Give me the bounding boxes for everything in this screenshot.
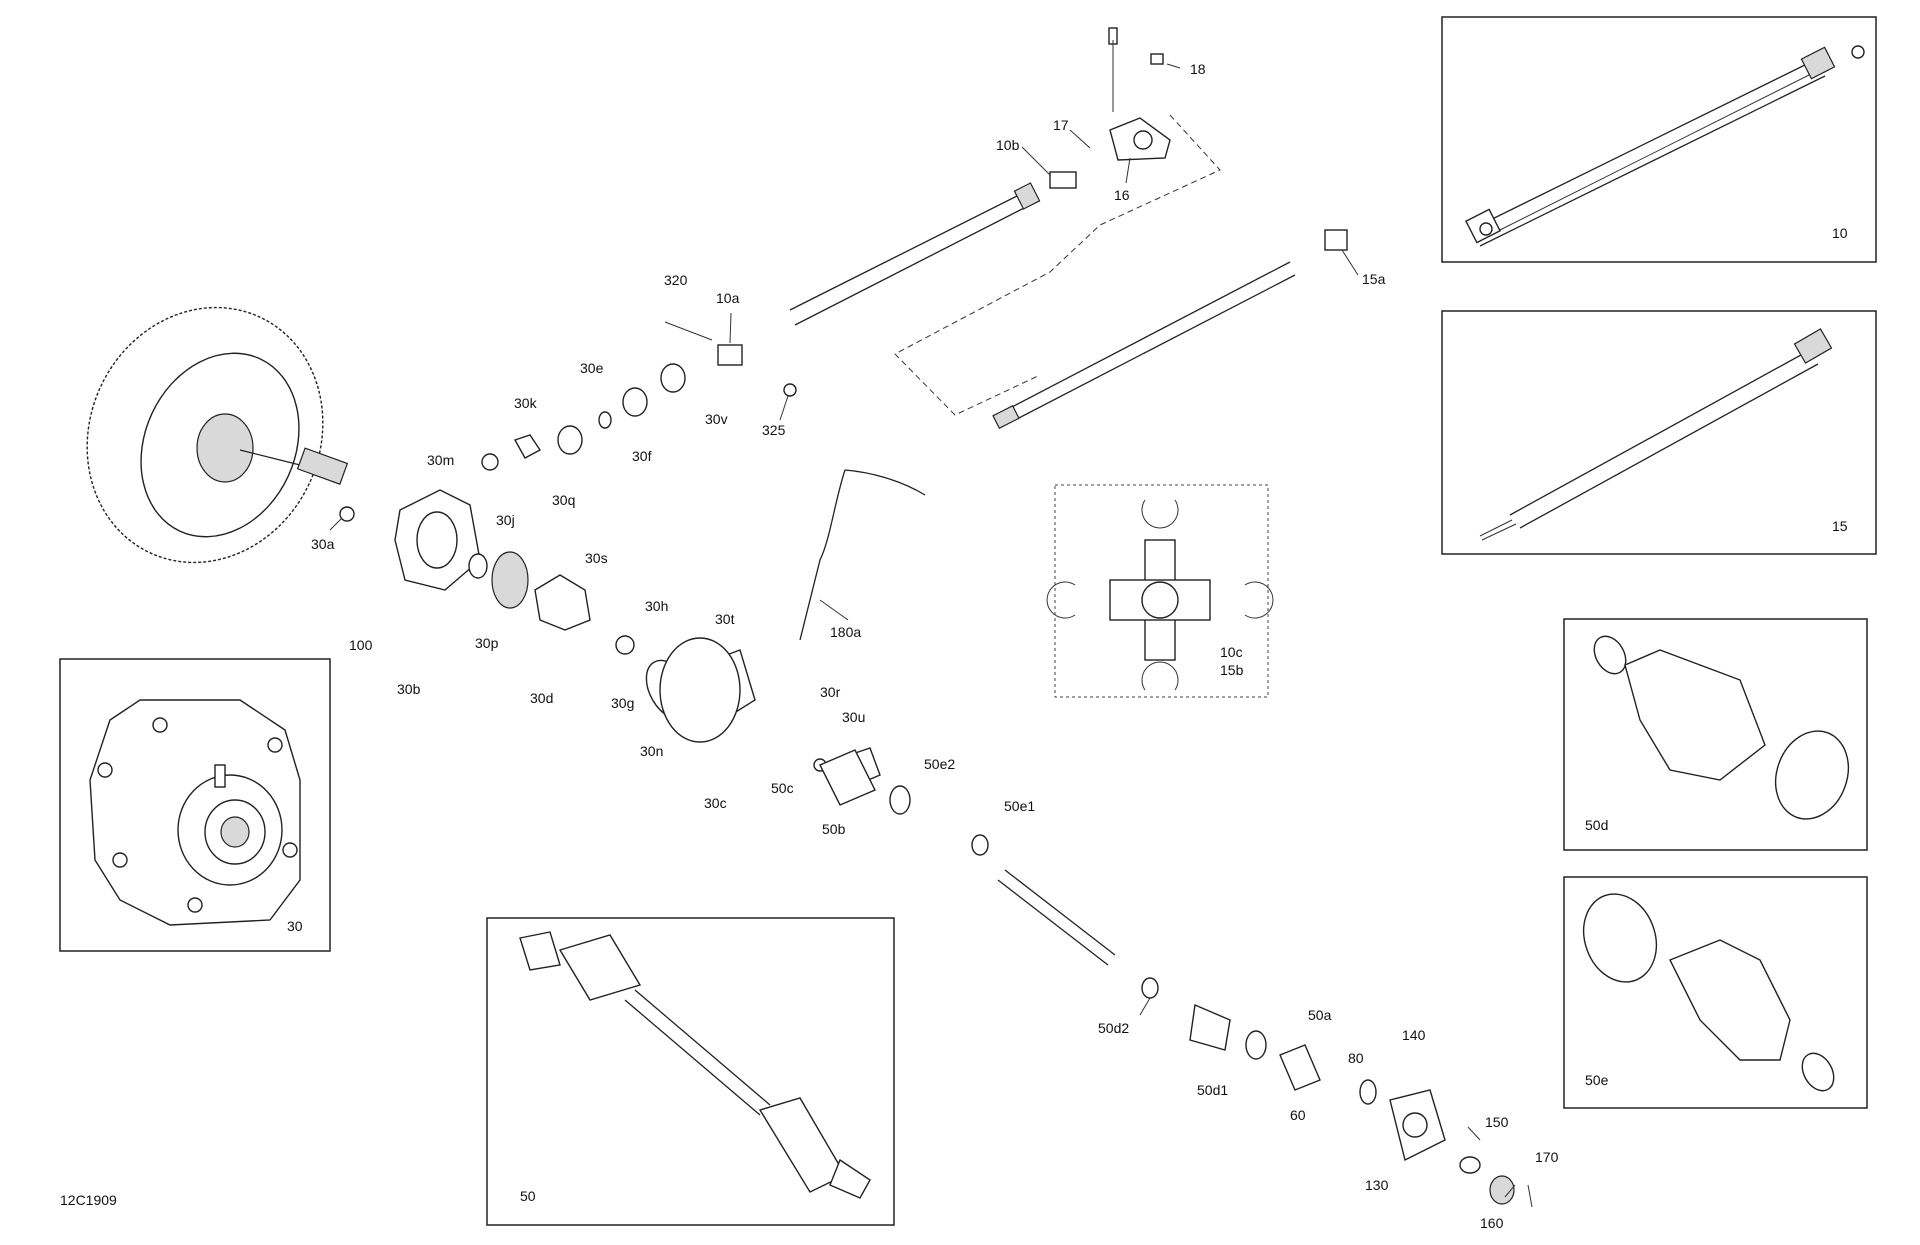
callout-16: 16 (1114, 187, 1130, 203)
callout-30c: 30c (704, 795, 727, 811)
driveshaft-main (789, 27, 1221, 416)
shaft-15a (992, 229, 1348, 430)
kit-label-15b: 15b (1220, 662, 1244, 678)
inset-housing-30: 30 (59, 658, 331, 952)
callout-50d2: 50d2 (1098, 1020, 1129, 1036)
callout-10b: 10b (996, 137, 1020, 153)
callout-50d1: 50d1 (1197, 1082, 1228, 1098)
inset-30-label: 30 (287, 918, 303, 934)
callout-80: 80 (1348, 1050, 1364, 1066)
callout-320: 320 (664, 272, 688, 288)
callout-17: 17 (1053, 117, 1069, 133)
callout-30r: 30r (820, 684, 841, 700)
housing-main (394, 434, 542, 591)
callout-10a: 10a (716, 290, 740, 306)
inset-50e-label: 50e (1585, 1072, 1609, 1088)
callout-50a: 50a (1308, 1007, 1332, 1023)
yoke-10a (557, 321, 797, 455)
callout-leaders (329, 63, 1516, 1198)
callout-30s: 30s (585, 550, 608, 566)
callout-325: 325 (762, 422, 786, 438)
callout-15a: 15a (1362, 271, 1386, 287)
callout-60: 60 (1290, 1107, 1306, 1123)
inset-15-label: 15 (1832, 518, 1848, 534)
vent-tube (799, 469, 926, 641)
callout-30m: 30m (427, 452, 454, 468)
callout-30b: 30b (397, 681, 421, 697)
callout-30p: 30p (475, 635, 499, 651)
callout-50e2: 50e2 (924, 756, 955, 772)
callout-30n: 30n (640, 743, 663, 759)
callout-180a: 180a (830, 624, 861, 640)
callout-18: 18 (1190, 61, 1206, 77)
callout-30h: 30h (645, 598, 668, 614)
callout-30f: 30f (632, 448, 652, 464)
callout-150: 150 (1485, 1114, 1509, 1130)
inset-50d-label: 50d (1585, 817, 1608, 833)
callout-30u: 30u (842, 709, 865, 725)
wheel-tire (86, 306, 355, 564)
inset-shaft-15: 15 (1441, 310, 1877, 555)
inset-50-label: 50 (520, 1188, 536, 1204)
callout-160: 160 (1480, 1215, 1504, 1231)
callout-50c: 50c (771, 780, 794, 796)
inset-axle-50: 50 (486, 917, 895, 1226)
callout-30q: 30q (552, 492, 575, 508)
callout-100: 100 (349, 637, 373, 653)
callout-30d: 30d (530, 690, 553, 706)
callout-50b: 50b (822, 821, 846, 837)
callout-130: 130 (1365, 1177, 1389, 1193)
inset-boot-50e: 50e (1563, 876, 1868, 1109)
callout-30k: 30k (514, 395, 538, 411)
callout-170: 170 (1535, 1149, 1559, 1165)
callout-50e1: 50e1 (1004, 798, 1035, 814)
callout-30j: 30j (496, 512, 515, 528)
kit-label-10c: 10c (1220, 644, 1243, 660)
callout-30g: 30g (611, 695, 634, 711)
callout-30a: 30a (311, 536, 335, 552)
diagram-code: 12C1909 (60, 1192, 117, 1208)
callout-30e: 30e (580, 360, 604, 376)
callout-30t: 30t (715, 611, 735, 627)
axle-shaft-right (971, 834, 1533, 1208)
inset-driveshaft-10: 10 (1441, 16, 1877, 263)
callout-30v: 30v (705, 411, 728, 427)
cover-30n (659, 637, 876, 806)
callout-140: 140 (1402, 1027, 1426, 1043)
inset-boot-50d: 50d (1563, 618, 1868, 851)
inset-ujoint-kit: 10c 15b (1046, 484, 1274, 698)
inset-10-label: 10 (1832, 225, 1848, 241)
